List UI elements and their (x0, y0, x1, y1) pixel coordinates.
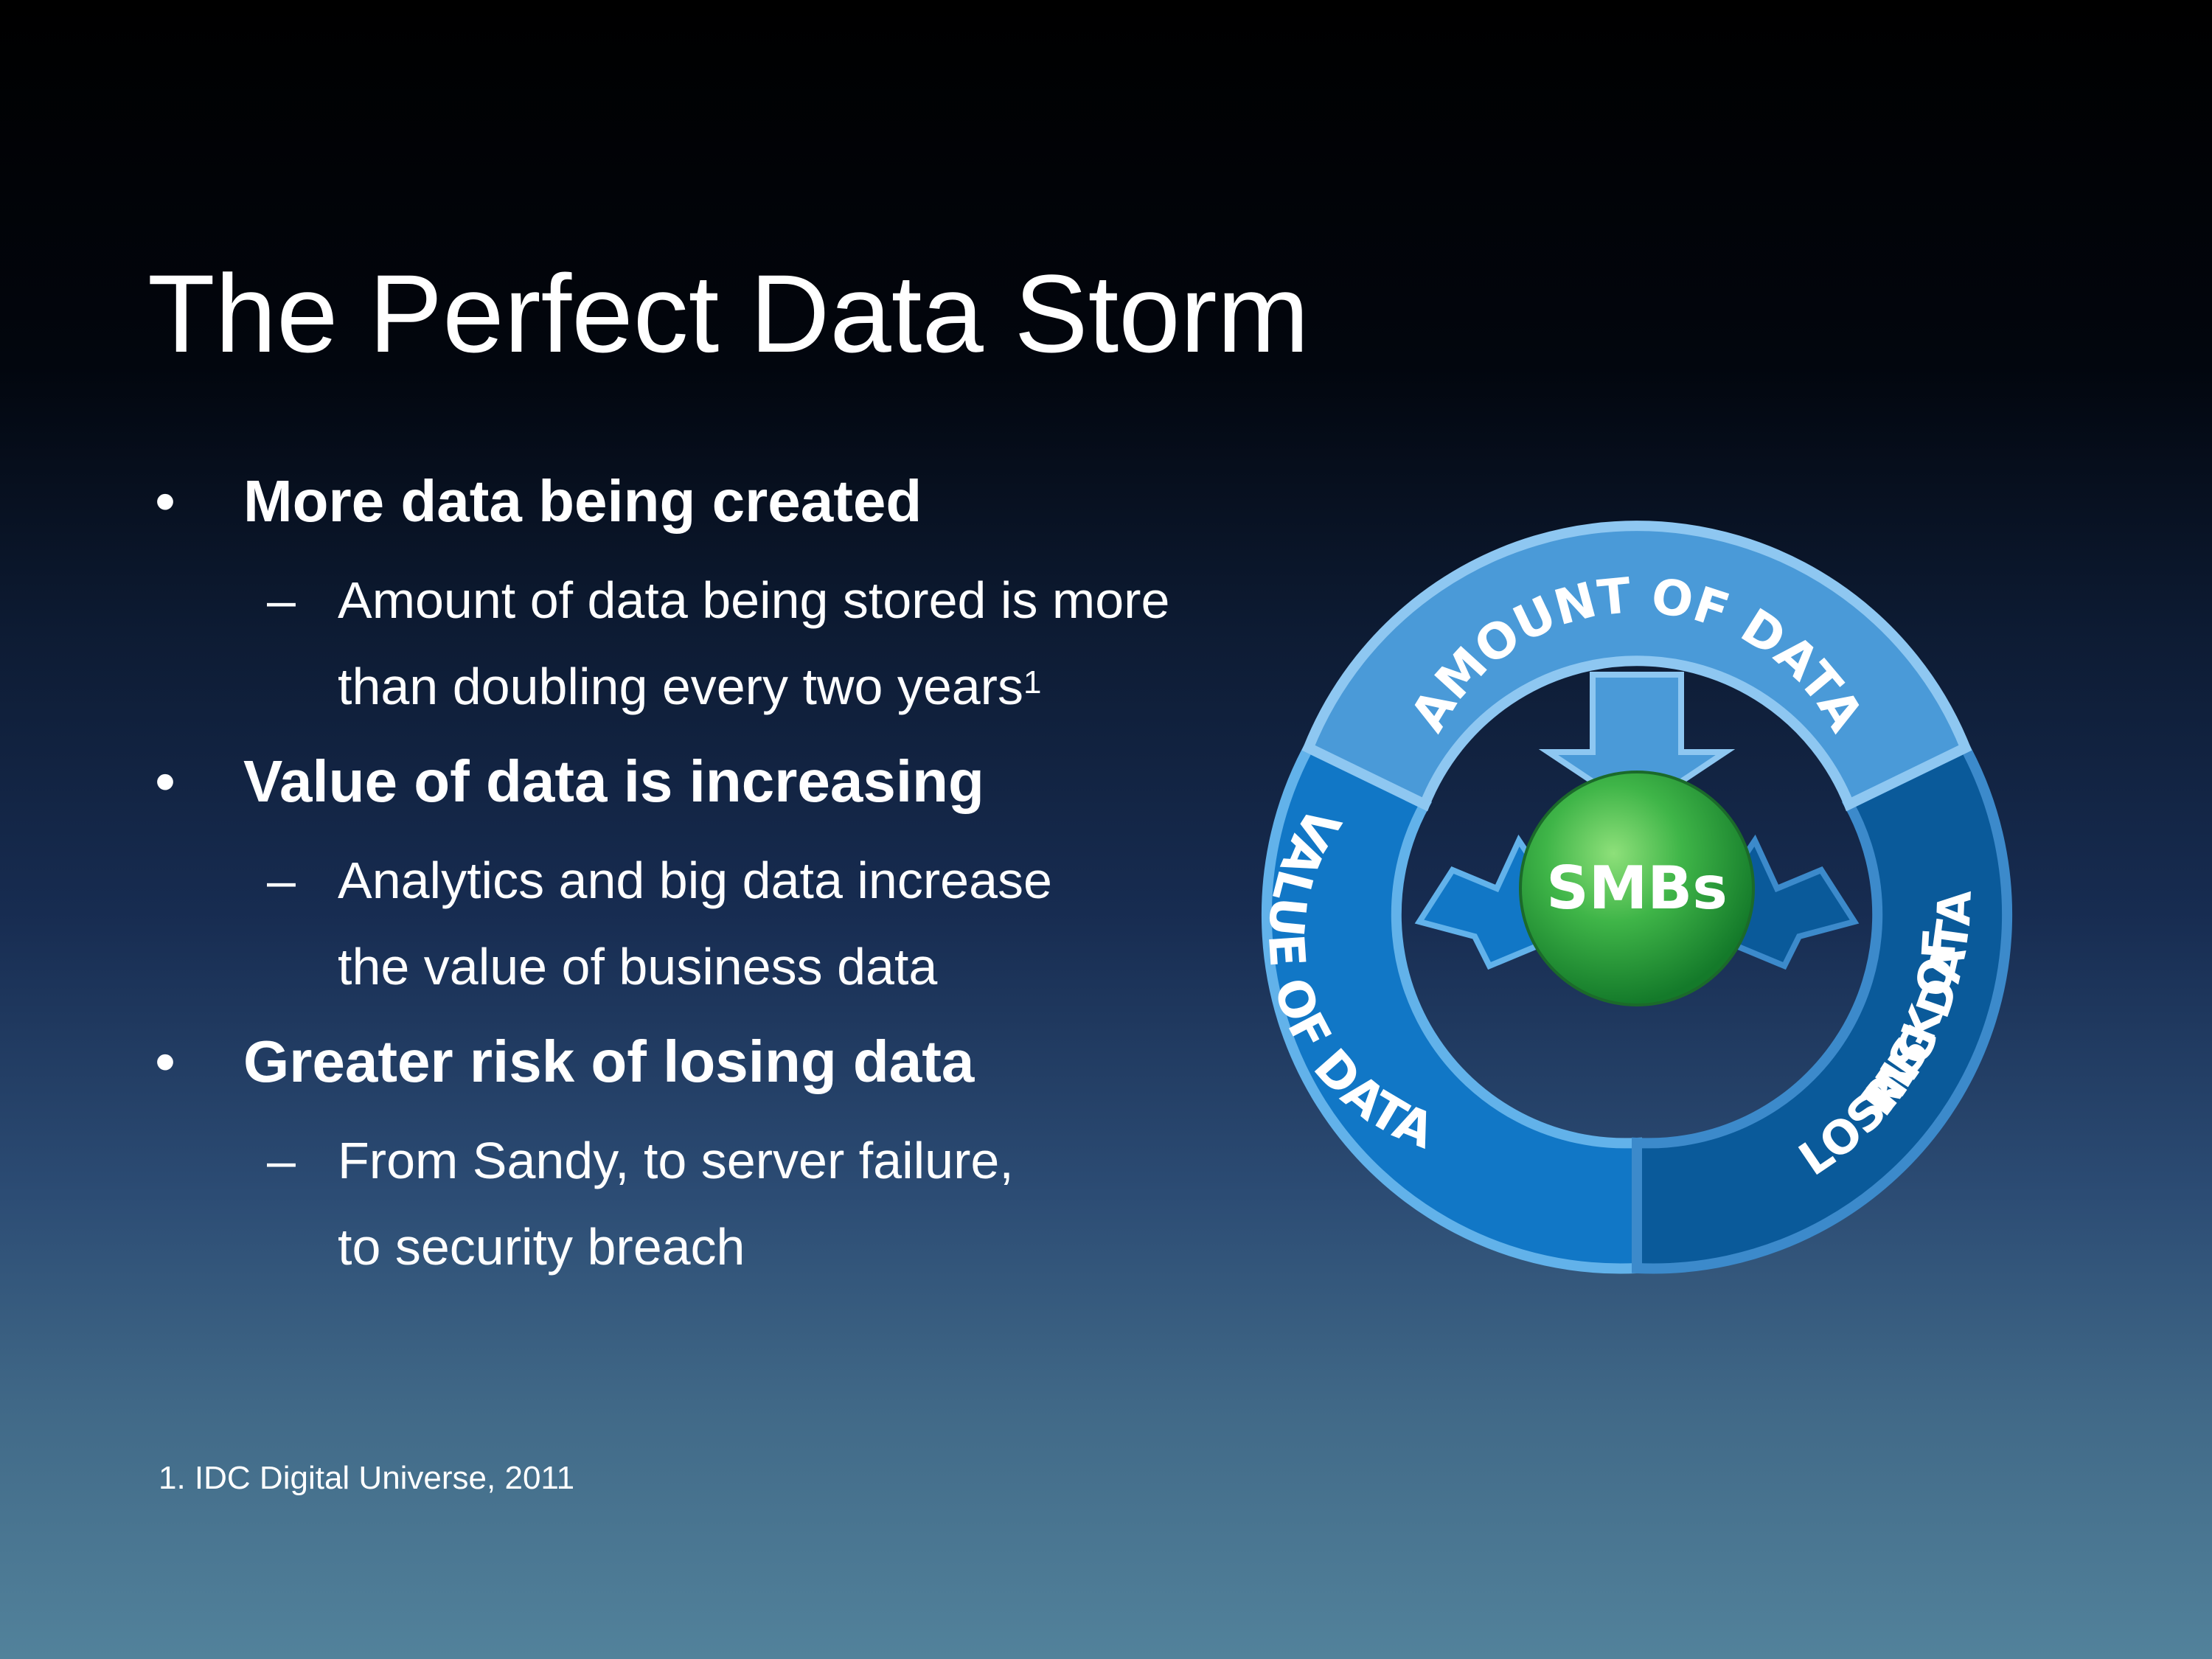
bullet-item-value: • Value of data is increasing (147, 742, 1253, 821)
bullet-marker: • (155, 468, 176, 534)
bullet-text: Value of data is increasing (243, 748, 984, 814)
footnote: 1. IDC Digital Universe, 2011 (159, 1460, 575, 1496)
smb-label: SMBs (1546, 854, 1728, 922)
sub-line: to security breach (338, 1218, 745, 1276)
bullet-marker: • (155, 748, 176, 814)
sub-item-sandy: – From Sandy, to server failure, to secu… (147, 1118, 1253, 1290)
sub-line-with-ref: than doubling every two years1 (338, 644, 1253, 730)
sub-line-text: than doubling every two years (338, 658, 1023, 715)
sub-line: Analytics and big data increase (338, 852, 1052, 909)
smb-sphere (1519, 771, 1755, 1006)
sub-line: Amount of data being stored is more (338, 571, 1170, 629)
bullet-item-more-data: • More data being created (147, 462, 1253, 541)
slide-title: The Perfect Data Storm (147, 251, 1310, 375)
data-storm-svg: SMBs AMOUNT OF DATA VALUE OF DATA RISK O… (1256, 521, 2013, 1274)
ring-segment-value (1261, 740, 1642, 1274)
bullet-marker: • (155, 1029, 176, 1094)
ring-segment-amount (1301, 521, 1972, 812)
sub-item-analytics: – Analytics and big data increase the va… (147, 838, 1253, 1010)
dash-marker: – (267, 1132, 296, 1189)
dash-marker: – (267, 852, 296, 909)
bullet-text: Greater risk of losing data (243, 1029, 975, 1094)
footnote-ref: 1 (1023, 664, 1042, 700)
data-storm-diagram: SMBs AMOUNT OF DATA VALUE OF DATA RISK O… (1231, 487, 2042, 1298)
bullet-text: More data being created (243, 468, 922, 534)
dash-marker: – (267, 571, 296, 629)
bullet-item-risk: • Greater risk of losing data (147, 1022, 1253, 1102)
bullet-list: • More data being created – Amount of da… (147, 450, 1253, 1290)
ring-segment-risk (1632, 740, 2013, 1274)
sub-line: From Sandy, to server failure, (338, 1132, 1014, 1189)
sub-item-amount: – Amount of data being stored is more th… (147, 557, 1253, 730)
sub-line: the value of business data (338, 938, 938, 995)
